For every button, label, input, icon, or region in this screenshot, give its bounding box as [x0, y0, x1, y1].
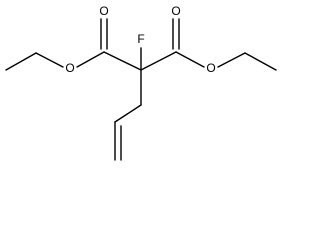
atom-labels: F O O O O [65, 4, 215, 75]
bond-o-ch2-right [217, 52, 246, 68]
carbonyl-oxygen-right-label: O [171, 4, 180, 18]
bond-ch2-ch [114, 104, 142, 123]
fluorine-label: F [137, 32, 144, 46]
bond-ch3-ch2-left [5, 52, 37, 71]
bond-carbonyl-o-right [175, 51, 205, 68]
bond-carbonyl-quaternary-right [140, 51, 177, 71]
carbonyl-oxygen-left-label: O [99, 4, 108, 18]
bond-carbonyl-quaternary-left [103, 51, 142, 71]
bond-o-carbonyl-left [76, 51, 105, 68]
bond-ch2-o-left [35, 52, 64, 68]
bond-ch2-ch3-right [244, 52, 277, 71]
bonds [5, 18, 277, 161]
chemical-structure-diagram: F O O O O [5, 4, 277, 161]
ester-oxygen-left-label: O [65, 61, 74, 75]
ester-oxygen-right-label: O [206, 61, 215, 75]
